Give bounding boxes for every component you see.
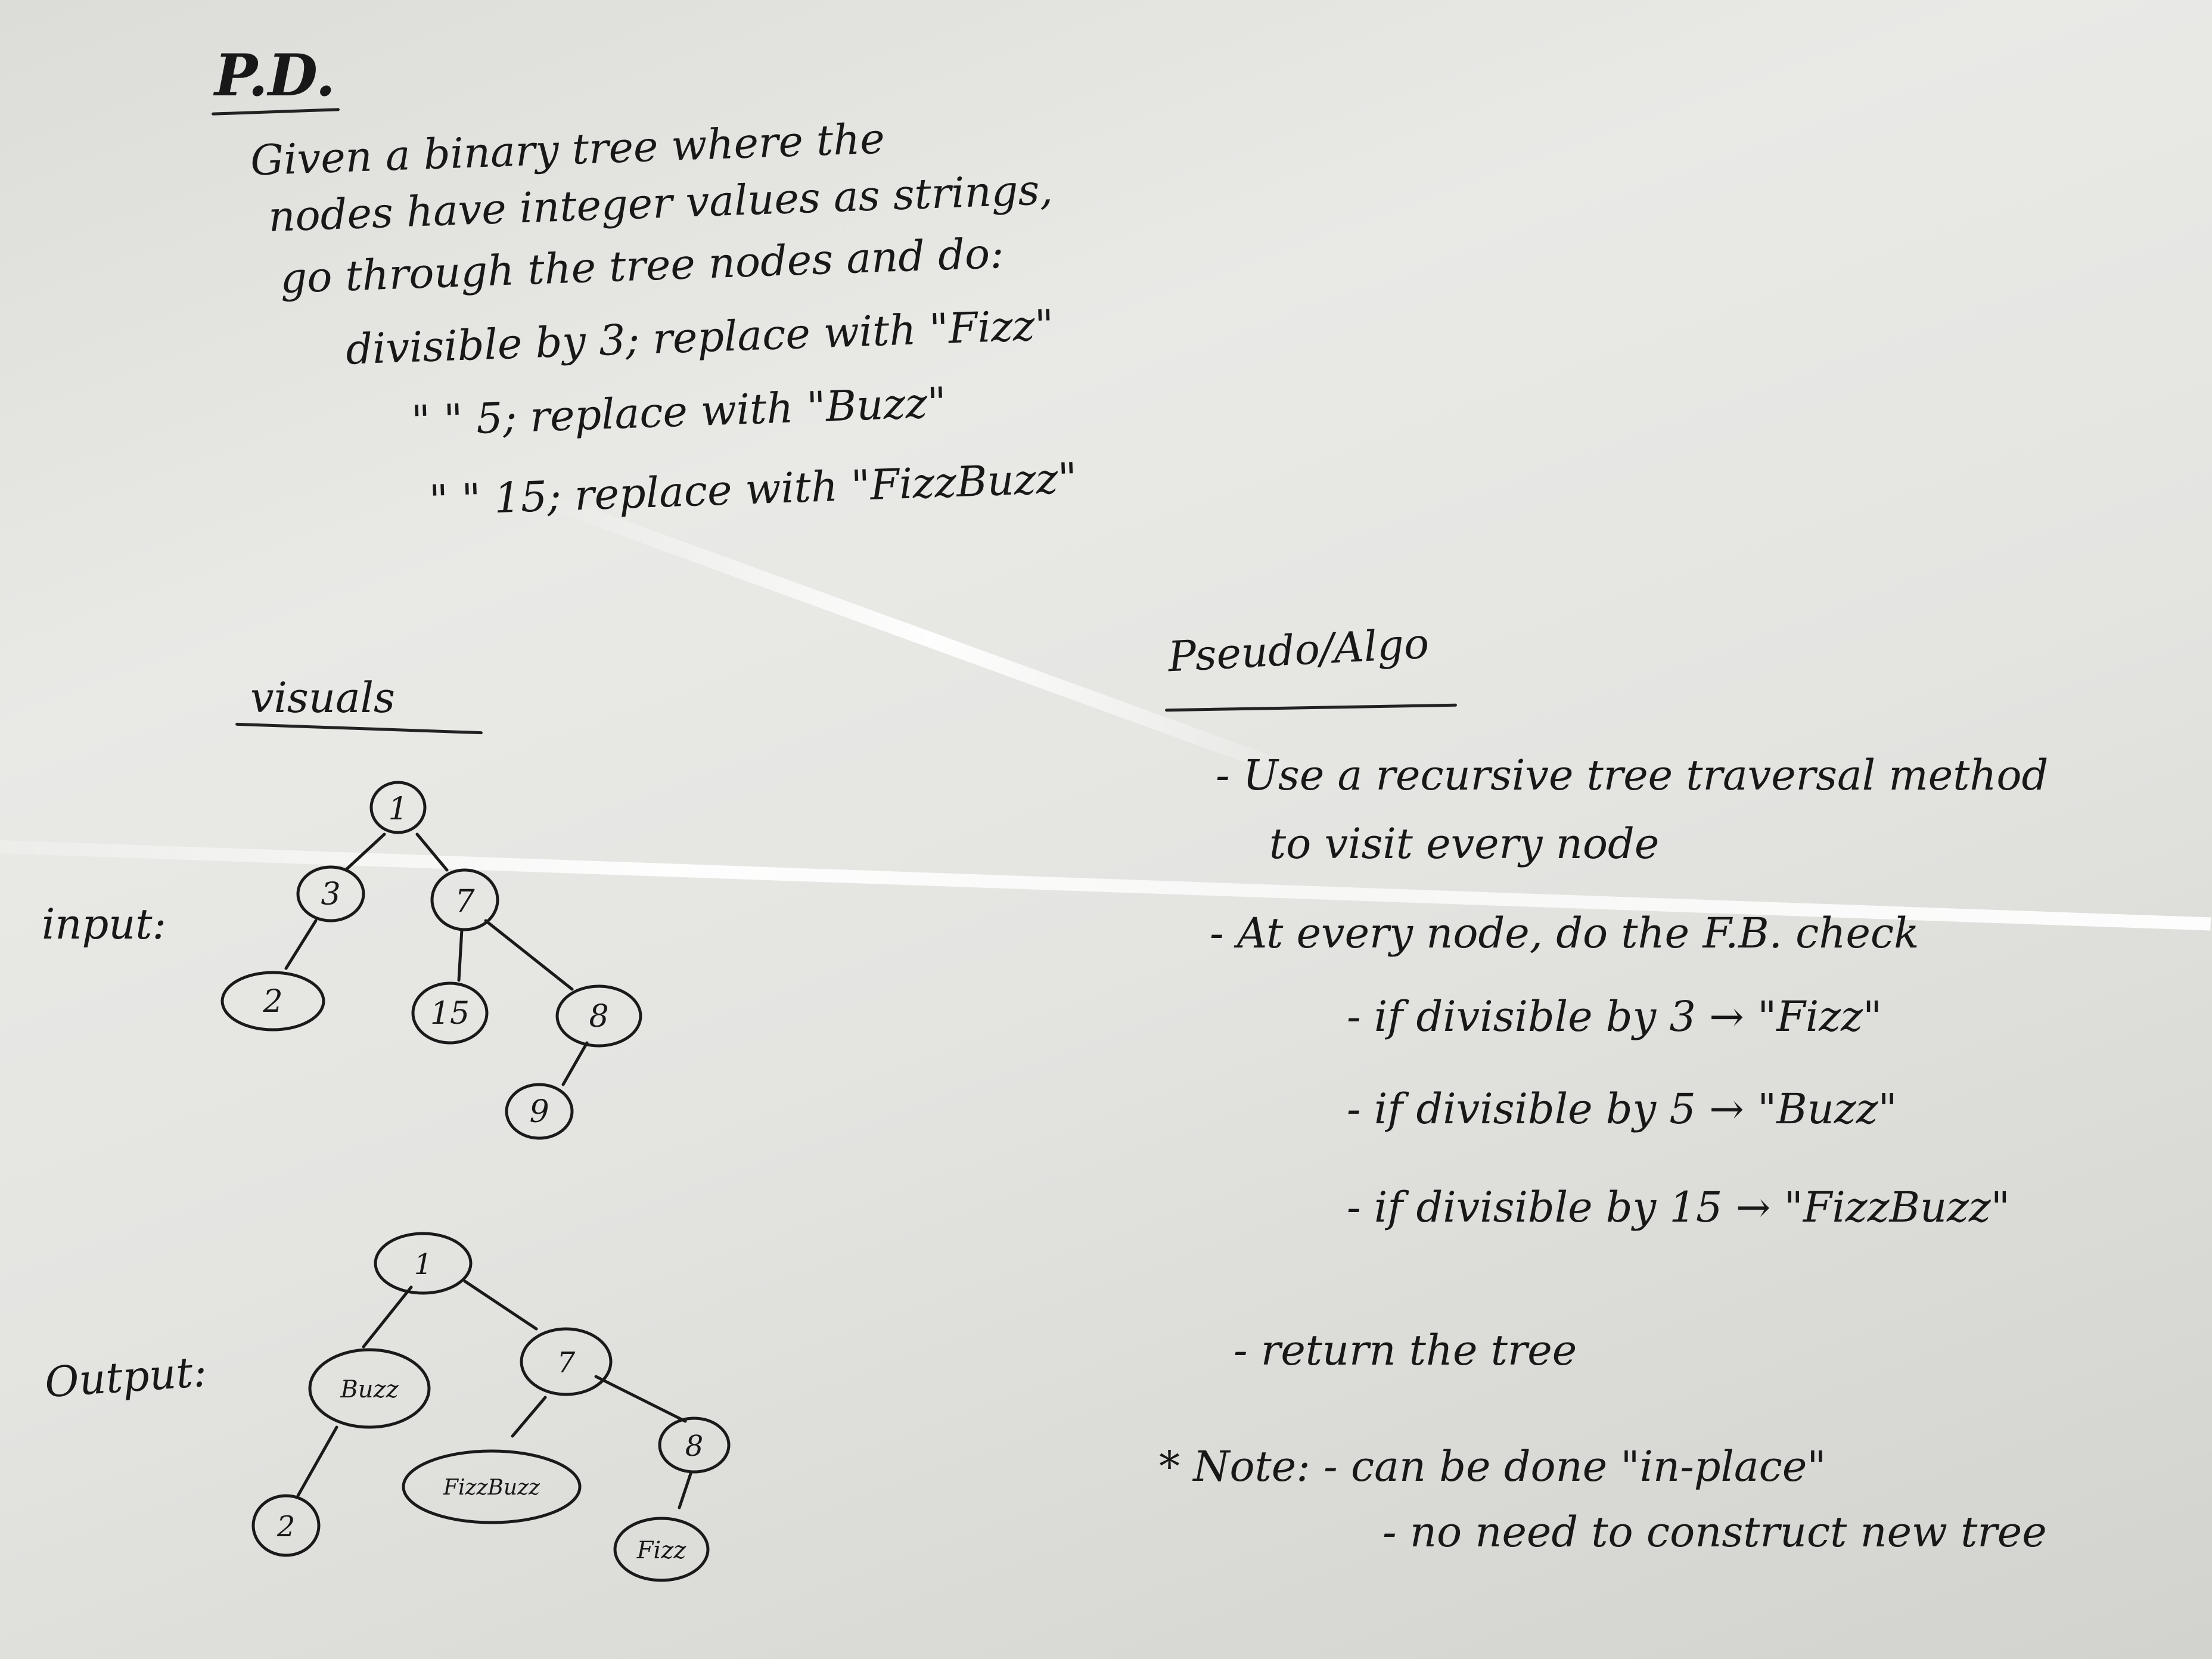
input-node-rl-label: 15 xyxy=(430,996,470,1032)
output-node-l xyxy=(308,1348,431,1429)
output-node-rl xyxy=(402,1449,582,1524)
input-node-root xyxy=(369,781,427,834)
input-node-rl xyxy=(411,981,489,1045)
input-edge-l-ll xyxy=(284,919,318,970)
output-node-l-label: Buzz xyxy=(340,1376,399,1403)
output-edge-rr-rrl xyxy=(678,1470,693,1509)
input-edge-r-rr xyxy=(484,919,574,991)
input-node-rrl xyxy=(505,1083,574,1140)
output-node-r xyxy=(520,1327,613,1396)
output-edge-root-l xyxy=(362,1285,413,1349)
pseudo-line-2: to visit every node xyxy=(1269,819,1660,868)
output-node-root xyxy=(374,1232,473,1295)
input-node-l xyxy=(296,865,365,922)
input-edge-root-l xyxy=(344,832,386,872)
output-node-rr xyxy=(658,1416,731,1474)
input-edge-r-rl xyxy=(457,928,464,982)
pseudo-line-5: - if divisible by 5 → "Buzz" xyxy=(1347,1085,1897,1133)
input-node-r xyxy=(430,868,499,931)
pseudo-note-1: * Note: - can be done "in-place" xyxy=(1159,1442,1826,1491)
pseudo-note-2: - no need to construct new tree xyxy=(1382,1508,2047,1557)
output-node-rr-label: 8 xyxy=(685,1430,704,1463)
input-label: input: xyxy=(42,900,167,949)
input-node-root-label: 1 xyxy=(388,791,408,827)
input-node-ll xyxy=(220,971,325,1032)
pseudo-line-3: - At every node, do the F.B. check xyxy=(1210,909,1919,958)
input-node-rr xyxy=(555,984,642,1048)
output-node-ll-label: 2 xyxy=(276,1510,296,1543)
input-edge-root-r xyxy=(415,832,449,872)
input-edge-rr-rrl xyxy=(561,1041,589,1086)
input-node-rr-label: 8 xyxy=(589,999,608,1034)
problem-heading: P.D. xyxy=(215,42,335,109)
output-node-ll xyxy=(251,1494,321,1557)
output-edge-r-rl xyxy=(511,1396,547,1438)
input-node-rrl-label: 9 xyxy=(529,1094,549,1130)
output-node-rrl-label: Fizz xyxy=(636,1537,687,1564)
pseudo-line-4: - if divisible by 3 → "Fizz" xyxy=(1347,992,1882,1041)
pseudo-line-1: - Use a recursive tree traversal method xyxy=(1216,751,2049,800)
pseudo-line-7: - return the tree xyxy=(1234,1326,1577,1375)
output-node-rrl xyxy=(613,1517,710,1582)
output-edge-r-rr xyxy=(594,1375,687,1423)
pseudo-line-6: - if divisible by 15 → "FizzBuzz" xyxy=(1347,1183,2010,1232)
output-edge-l-ll xyxy=(296,1425,338,1498)
output-node-r-label: 7 xyxy=(557,1346,576,1380)
output-node-root-label: 1 xyxy=(414,1248,433,1281)
visuals-heading: visuals xyxy=(250,673,395,722)
output-edge-root-r xyxy=(463,1279,538,1331)
input-node-r-label: 7 xyxy=(455,884,475,919)
output-node-rl-label: FizzBuzz xyxy=(443,1475,540,1500)
input-node-l-label: 3 xyxy=(321,877,340,912)
input-node-ll-label: 2 xyxy=(262,984,282,1020)
